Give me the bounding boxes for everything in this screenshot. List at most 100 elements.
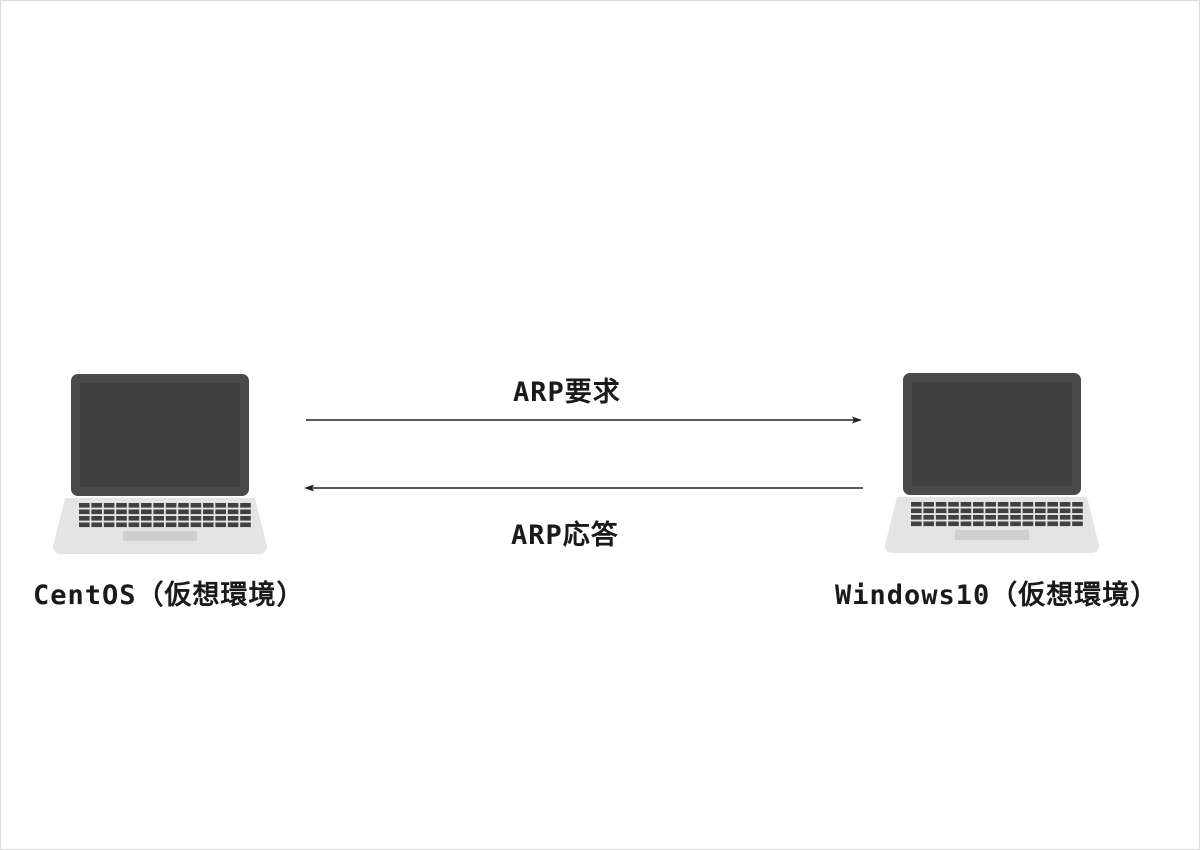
keyboard-key bbox=[203, 509, 214, 515]
keyboard bbox=[911, 502, 1083, 527]
keyboard-key bbox=[116, 516, 127, 521]
keyboard-key bbox=[116, 522, 127, 528]
keyboard-key bbox=[1072, 521, 1083, 527]
keyboard-key bbox=[960, 502, 972, 507]
keyboard-key bbox=[91, 522, 102, 528]
keyboard-key bbox=[103, 503, 115, 508]
keyboard-key bbox=[141, 516, 152, 521]
keyboard-key bbox=[190, 522, 202, 528]
keyboard bbox=[79, 503, 251, 528]
keyboard-key bbox=[91, 509, 102, 515]
keyboard-key bbox=[203, 516, 214, 521]
keyboard-key bbox=[227, 516, 239, 521]
keyboard-key bbox=[911, 521, 922, 527]
keyboard-key bbox=[141, 503, 152, 508]
keyboard-key bbox=[227, 503, 239, 508]
keyboard-key bbox=[923, 515, 934, 520]
keyboard-key bbox=[103, 516, 115, 521]
keyboard-key bbox=[1072, 502, 1083, 507]
keyboard-key bbox=[935, 502, 947, 507]
keyboard-key bbox=[1047, 502, 1058, 507]
keyboard-key bbox=[1022, 502, 1034, 507]
keyboard-key bbox=[240, 509, 251, 515]
keyboard-key bbox=[935, 508, 947, 514]
keyboard-key bbox=[240, 516, 251, 521]
keyboard-key bbox=[203, 522, 214, 528]
keyboard-key bbox=[128, 516, 140, 521]
keyboard-key bbox=[1010, 515, 1021, 520]
keyboard-key bbox=[948, 508, 959, 514]
keyboard-key bbox=[985, 508, 996, 514]
keyboard-key bbox=[79, 516, 90, 521]
keyboard-key bbox=[960, 508, 972, 514]
keyboard-key bbox=[1047, 508, 1058, 514]
keyboard-key bbox=[935, 515, 947, 520]
keyboard-key bbox=[190, 503, 202, 508]
keyboard-key bbox=[997, 508, 1009, 514]
keyboard-key bbox=[153, 509, 164, 515]
keyboard-key bbox=[911, 502, 922, 507]
keyboard-key bbox=[91, 516, 102, 521]
keyboard-key bbox=[1010, 502, 1021, 507]
keyboard-key bbox=[141, 522, 152, 528]
keyboard-key bbox=[215, 503, 226, 508]
keyboard-key bbox=[190, 509, 202, 515]
keyboard-key bbox=[1072, 508, 1083, 514]
keyboard-key bbox=[960, 515, 972, 520]
reply-arrow bbox=[304, 484, 863, 492]
keyboard-key bbox=[141, 509, 152, 515]
keyboard-key bbox=[116, 509, 127, 515]
keyboard-key bbox=[948, 515, 959, 520]
keyboard-key bbox=[240, 522, 251, 528]
node-label-centos: CentOS（仮想環境） bbox=[33, 580, 305, 611]
keyboard-key bbox=[215, 509, 226, 515]
touchpad bbox=[955, 530, 1029, 540]
keyboard-key bbox=[1022, 521, 1034, 527]
keyboard-key bbox=[1059, 521, 1071, 527]
laptop-screen bbox=[80, 383, 240, 487]
keyboard-key bbox=[1059, 508, 1071, 514]
keyboard-key bbox=[1010, 508, 1021, 514]
keyboard-key bbox=[165, 509, 177, 515]
keyboard-key bbox=[923, 502, 934, 507]
request-arrow bbox=[306, 416, 862, 424]
keyboard-key bbox=[153, 503, 164, 508]
keyboard-key bbox=[79, 509, 90, 515]
request-label: ARP要求 bbox=[513, 377, 621, 408]
keyboard-key bbox=[948, 502, 959, 507]
keyboard-key bbox=[165, 522, 177, 528]
keyboard-key bbox=[911, 508, 922, 514]
keyboard-key bbox=[240, 503, 251, 508]
keyboard-key bbox=[153, 522, 164, 528]
keyboard-key bbox=[1059, 502, 1071, 507]
keyboard-key bbox=[1035, 508, 1046, 514]
keyboard-key bbox=[79, 522, 90, 528]
keyboard-key bbox=[948, 521, 959, 527]
keyboard-key bbox=[1047, 521, 1058, 527]
keyboard-key bbox=[227, 509, 239, 515]
keyboard-key bbox=[923, 508, 934, 514]
keyboard-key bbox=[128, 509, 140, 515]
keyboard-key bbox=[103, 509, 115, 515]
keyboard-key bbox=[1022, 515, 1034, 520]
keyboard-key bbox=[178, 522, 189, 528]
keyboard-key bbox=[128, 522, 140, 528]
keyboard-key bbox=[1035, 515, 1046, 520]
keyboard-key bbox=[128, 503, 140, 508]
keyboard-key bbox=[1022, 508, 1034, 514]
node-label-windows10: Windows10（仮想環境） bbox=[835, 580, 1159, 611]
keyboard-key bbox=[1035, 502, 1046, 507]
keyboard-key bbox=[997, 521, 1009, 527]
arrowhead-right-icon bbox=[852, 416, 862, 424]
keyboard-key bbox=[973, 508, 984, 514]
keyboard-key bbox=[178, 503, 189, 508]
laptop-icon bbox=[53, 374, 267, 554]
keyboard-key bbox=[985, 521, 996, 527]
keyboard-key bbox=[973, 521, 984, 527]
keyboard-key bbox=[1047, 515, 1058, 520]
keyboard-key bbox=[165, 516, 177, 521]
keyboard-key bbox=[190, 516, 202, 521]
laptop-screen bbox=[912, 382, 1072, 486]
